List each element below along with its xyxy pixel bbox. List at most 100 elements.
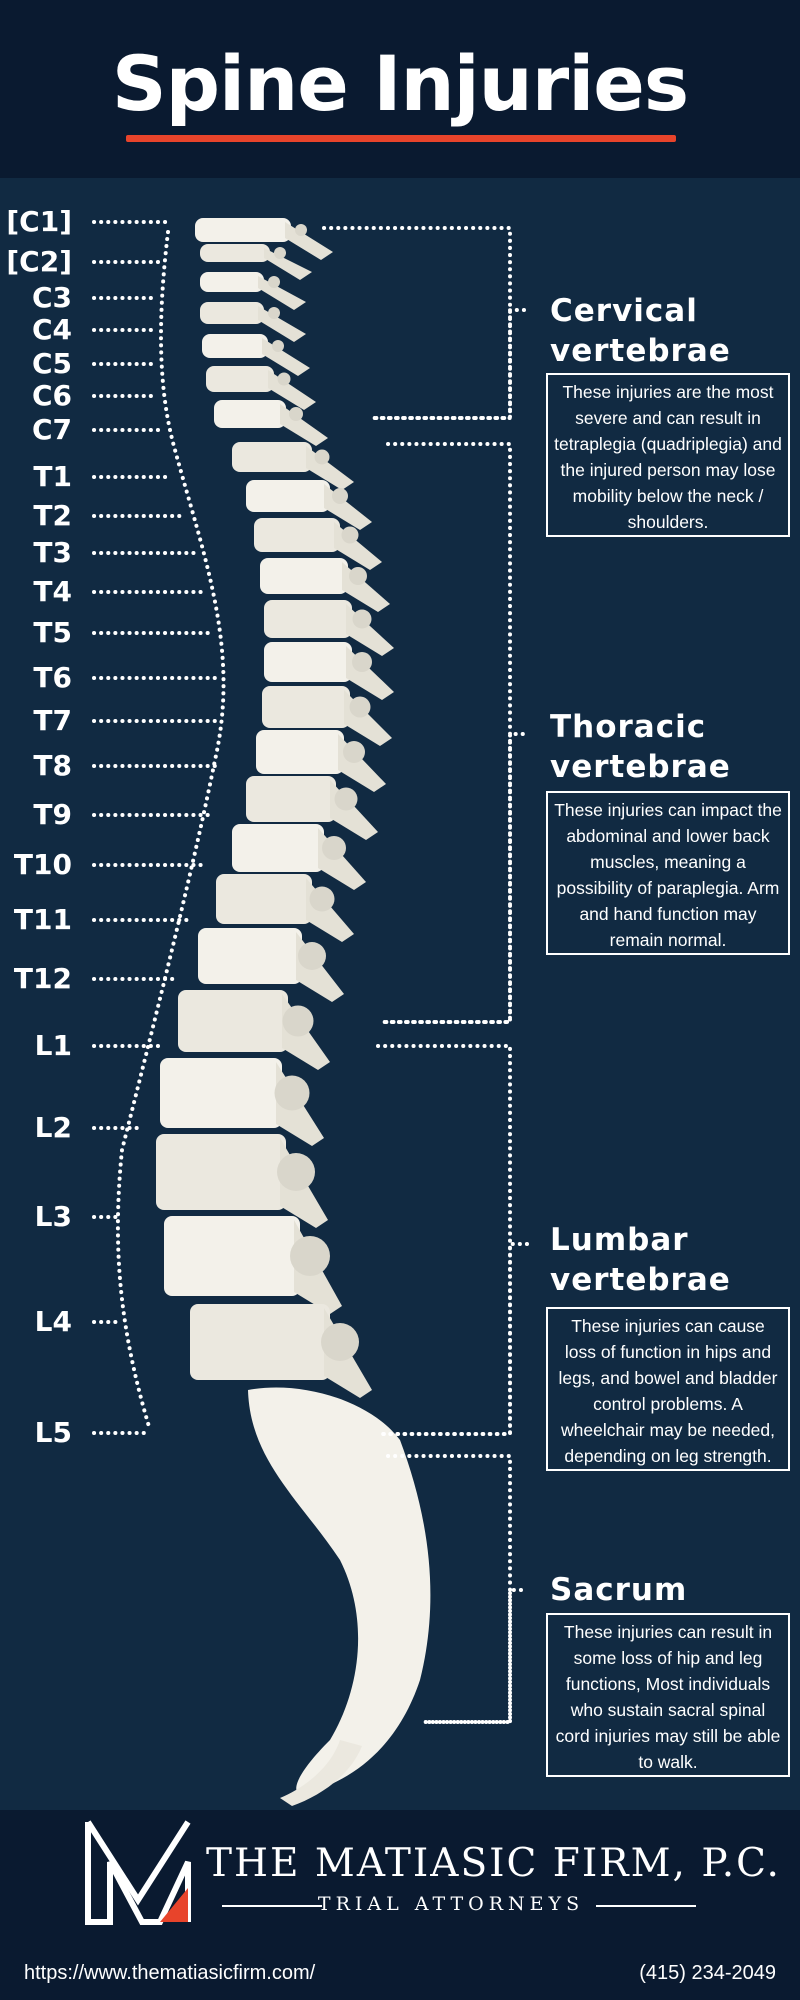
facet-joint [277, 1153, 315, 1191]
firm-name: THE MATIASIC FIRM, P.C. [206, 1841, 781, 1886]
vertebra-body [200, 244, 270, 262]
vertebra-body [260, 558, 348, 594]
section-bracket-1 [382, 442, 530, 1024]
vertebra-body [246, 480, 330, 512]
section-bracket-3 [386, 1454, 530, 1724]
vertebra-body [156, 1134, 286, 1210]
vertebra-body [232, 442, 312, 472]
vertebra-body [262, 686, 350, 728]
section-bracket-2 [376, 1044, 530, 1436]
vertebra-label-t6: T6 [33, 661, 72, 694]
facet-joint [282, 1005, 314, 1037]
vertebra-body [254, 518, 340, 552]
vertebra-body [195, 218, 291, 242]
vertebra-body [178, 990, 288, 1052]
vertebra-label-l4: L4 [34, 1305, 72, 1338]
facet-joint [349, 567, 367, 585]
vertebra-label-t11: T11 [13, 903, 72, 936]
facet-joint [321, 1323, 359, 1361]
vertebra-body [190, 1304, 330, 1380]
vertebra-body [264, 600, 352, 638]
facet-joint [295, 224, 307, 236]
facet-joint [332, 488, 348, 504]
facet-joint [343, 741, 365, 763]
facet-joint [352, 609, 372, 629]
vertebra-label-c3: C3 [31, 281, 72, 314]
spinous-process [264, 248, 312, 280]
vertebra-body [200, 302, 264, 324]
vertebra-label-c5: C5 [31, 347, 72, 380]
facet-joint [274, 247, 286, 259]
vertebra-body [164, 1216, 300, 1296]
vertebra-label-t1: T1 [33, 460, 72, 493]
facet-joint [322, 836, 346, 860]
page-title: Spine Injuries [111, 39, 689, 128]
vertebra-label-l1: L1 [34, 1029, 72, 1062]
facet-joint [277, 372, 291, 386]
cervical-title-line2: vertebrae [550, 333, 731, 369]
vertebra-label-c4: C4 [31, 313, 72, 346]
facet-joint [314, 449, 330, 465]
sacrum-description: These injuries can result in some loss o… [546, 1613, 790, 1777]
vertebra-body [160, 1058, 282, 1128]
spinous-process [280, 404, 328, 446]
facet-joint [268, 276, 280, 288]
vertebra-body [198, 928, 302, 984]
facet-joint [290, 1236, 330, 1276]
vertebra-label-c2: [C2] [6, 245, 72, 278]
spinous-process [306, 878, 354, 942]
vertebra-label-l5: L5 [34, 1416, 72, 1449]
header [0, 0, 800, 178]
vertebra-label-t12: T12 [13, 962, 72, 995]
facet-joint [349, 696, 371, 718]
vertebra-label-l3: L3 [34, 1200, 72, 1233]
firm-subtitle: TRIAL ATTORNEYS [317, 1893, 585, 1915]
thoracic-title-line1: Thoracic [550, 709, 707, 745]
vertebra-label-t9: T9 [33, 798, 72, 831]
facet-joint [289, 407, 303, 421]
vertebra-leader-lines [92, 220, 220, 1435]
facet-joint [341, 526, 359, 544]
vertebra-label-t10: T10 [13, 848, 72, 881]
vertebra-body [216, 874, 312, 924]
cervical-title-line1: Cervical [550, 293, 698, 329]
facet-joint [352, 652, 372, 672]
sacrum-title: Sacrum [550, 1572, 688, 1608]
facet-joint [268, 307, 280, 319]
vertebra-body [246, 776, 336, 822]
spinous-process [346, 604, 394, 656]
spinous-process [258, 276, 306, 310]
spine-illustration [92, 218, 530, 1806]
spinous-process [346, 646, 394, 700]
cervical-description: These injuries are the most severe and c… [546, 373, 790, 537]
vertebra-label-t7: T7 [33, 704, 72, 737]
vertebra-body [264, 642, 352, 682]
phone-number[interactable]: (415) 234-2049 [639, 1962, 776, 1984]
spinous-process [344, 690, 392, 746]
vertebra-label-t5: T5 [33, 616, 72, 649]
firm-sub-line-right [596, 1905, 696, 1907]
vertebra-body [256, 730, 344, 774]
lumbar-description: These injuries can cause loss of functio… [546, 1307, 790, 1471]
thoracic-title-line2: vertebrae [550, 749, 731, 785]
vertebra-label-t2: T2 [33, 499, 72, 532]
vertebra-label-t4: T4 [33, 575, 72, 608]
spinous-process [318, 828, 366, 890]
vertebra-body [214, 400, 286, 428]
section-bracket-0 [322, 226, 530, 420]
website-link[interactable]: https://www.thematiasicfirm.com/ [24, 1962, 316, 1984]
facet-joint [274, 1075, 310, 1111]
vertebra-label-c1: [C1] [6, 205, 72, 238]
spine-bones [156, 218, 431, 1806]
facet-joint [309, 886, 335, 912]
vertebra-label-t3: T3 [33, 536, 72, 569]
coccyx-bone [280, 1740, 362, 1806]
vertebra-body [206, 366, 274, 392]
vertebra-label-c7: C7 [31, 413, 72, 446]
firm-sub-line-left [222, 1905, 322, 1907]
title-underline [126, 135, 676, 142]
sacrum-bone [248, 1387, 431, 1795]
thoracic-description: These injuries can impact the abdominal … [546, 791, 790, 955]
vertebra-label-l2: L2 [34, 1111, 72, 1144]
lumbar-title-line2: vertebrae [550, 1262, 731, 1298]
